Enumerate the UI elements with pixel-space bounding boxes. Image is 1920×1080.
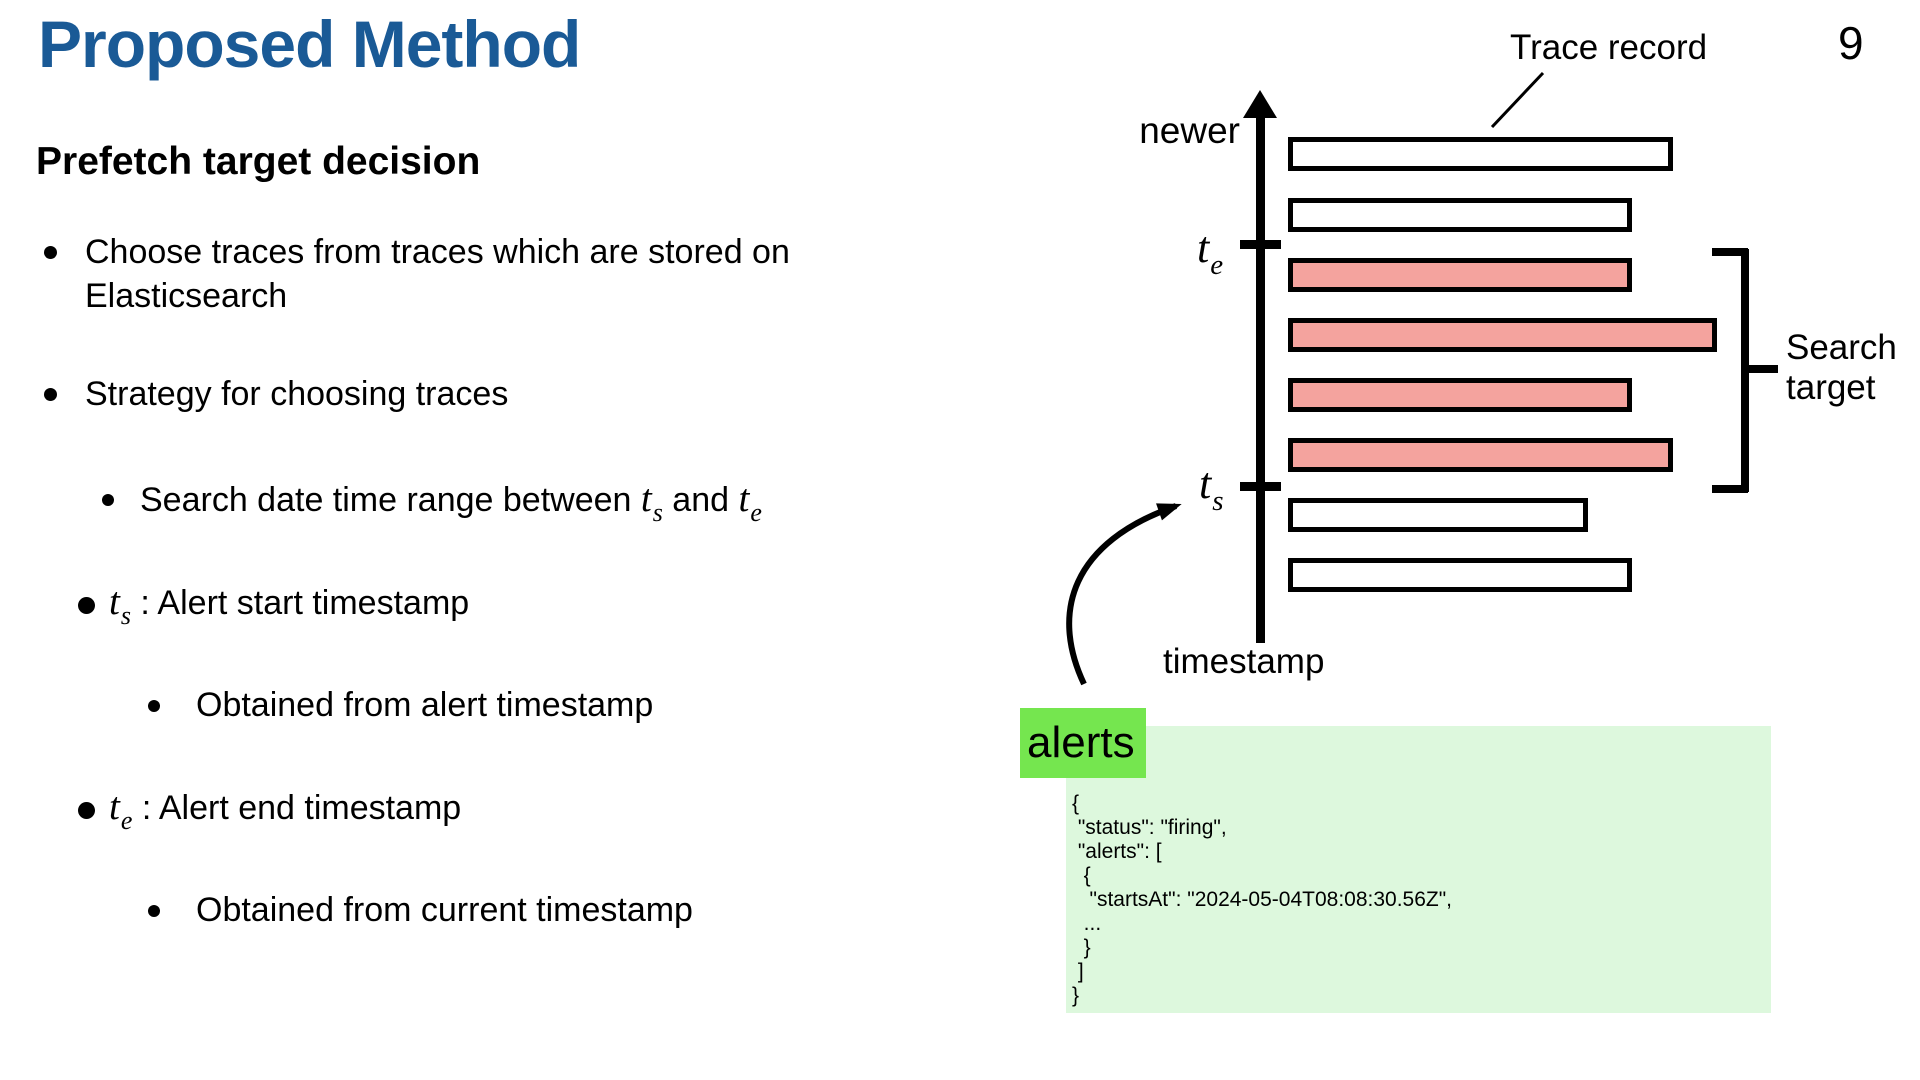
alerts-to-ts-arrow	[1066, 503, 1182, 686]
bullet-dot	[102, 494, 114, 506]
bullet-obtained-current: Obtained from current timestamp	[148, 888, 693, 932]
trace-record-bar-highlighted	[1288, 258, 1632, 292]
bullet-dot	[78, 802, 95, 819]
search-target-label: Search target	[1786, 328, 1897, 407]
trace-record-bar-highlighted	[1288, 318, 1717, 352]
alert-payload-panel	[1066, 726, 1771, 1013]
page-number: 9	[1838, 17, 1864, 69]
alert-json-code: { "status": "firing", "alerts": [ { "sta…	[1072, 792, 1452, 1008]
trace-record-bar-highlighted	[1288, 438, 1673, 472]
tick-ts	[1240, 482, 1281, 491]
trace-record-bar	[1288, 558, 1632, 592]
code-line: ]	[1072, 960, 1084, 983]
trace-record-pointer-line	[1490, 71, 1545, 129]
math-ts: t	[109, 580, 120, 623]
code-line: }	[1072, 984, 1080, 1007]
axis-arrowhead-icon	[1243, 90, 1277, 118]
bullet-search-range: Search date time range between ts and te	[102, 477, 762, 527]
alerts-label: alerts	[1020, 708, 1146, 778]
math-te: t	[109, 785, 120, 828]
trace-record-bar-highlighted	[1288, 378, 1632, 412]
search-target-bracket	[1712, 248, 1778, 493]
tick-te	[1240, 240, 1281, 249]
bullet-obtained-alert: Obtained from alert timestamp	[148, 683, 653, 727]
bullet-dot	[148, 905, 160, 917]
bullet-dot	[44, 246, 57, 259]
bullet-dot	[44, 388, 57, 401]
code-line: "alerts": [	[1072, 840, 1162, 863]
bullet-text: ts : Alert start timestamp	[109, 580, 470, 630]
bullet-dot	[78, 597, 95, 614]
trace-record-bar	[1288, 498, 1588, 532]
code-line: {	[1072, 792, 1080, 815]
section-heading: Prefetch target decision	[36, 140, 481, 183]
math-ts: t	[640, 477, 652, 520]
axis-newer-label: newer	[1139, 110, 1240, 151]
ts-tick-label: ts	[1199, 459, 1224, 517]
timestamp-axis	[1256, 112, 1265, 643]
code-line: "status": "firing",	[1072, 816, 1227, 839]
te-tick-label: te	[1197, 223, 1224, 281]
axis-timestamp-label: timestamp	[1163, 642, 1325, 681]
trace-record-label: Trace record	[1510, 28, 1708, 67]
bullet-text: Search date time range between ts and te	[140, 477, 762, 527]
bullet-text: Choose traces from traces which are stor…	[85, 233, 790, 315]
trace-record-bar	[1288, 198, 1632, 232]
code-line: {	[1072, 864, 1091, 887]
bullet-dot	[148, 700, 160, 712]
page-title: Proposed Method	[38, 7, 581, 81]
math-te: t	[738, 477, 750, 520]
code-line: "startsAt": "2024-05-04T08:08:30.56Z",	[1072, 888, 1453, 911]
bullet-te-definition: te : Alert end timestamp	[78, 785, 462, 835]
bullet-text: te : Alert end timestamp	[109, 785, 462, 835]
bullet-strategy: Strategy for choosing traces	[44, 372, 508, 416]
code-line: }	[1072, 936, 1091, 959]
bullet-choose-traces: Choose traces from traces which are stor…	[44, 230, 790, 318]
bullet-ts-definition: ts : Alert start timestamp	[78, 580, 470, 630]
code-line: ...	[1072, 912, 1102, 935]
trace-record-bar	[1288, 137, 1673, 171]
